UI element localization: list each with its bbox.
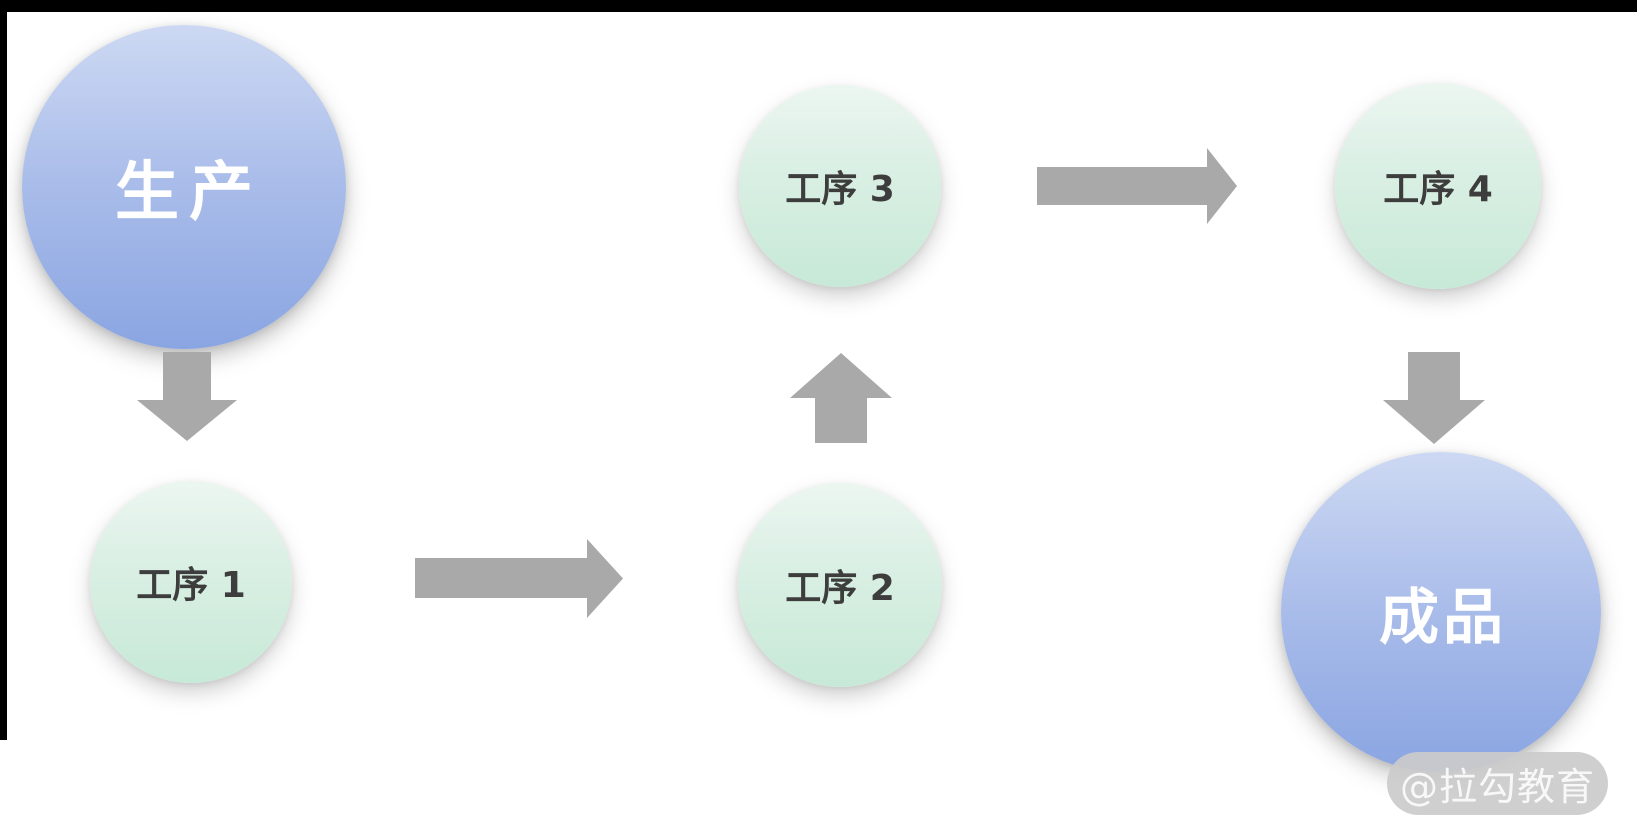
arrow-right-step1-to-step2-icon bbox=[415, 539, 623, 618]
arrow-down-step4-to-finished-icon bbox=[1383, 352, 1485, 444]
watermark-text: @拉勾教育 bbox=[1399, 765, 1595, 809]
arrow-down-shape bbox=[137, 352, 237, 441]
frame-top-bar bbox=[0, 0, 1637, 12]
node-step2: 工序 2 bbox=[738, 483, 942, 687]
arrow-right-step3-to-step4-icon bbox=[1037, 148, 1237, 224]
node-step1: 工序 1 bbox=[90, 481, 292, 683]
arrow-right-shape bbox=[415, 539, 623, 618]
node-finished-label: 成品 bbox=[1379, 582, 1507, 653]
arrow-up-step2-to-step3-icon bbox=[790, 353, 892, 443]
node-step4: 工序 4 bbox=[1335, 83, 1541, 289]
arrow-down-production-to-step1-icon bbox=[137, 352, 237, 441]
frame-left-bar bbox=[0, 0, 7, 740]
node-step3-label: 工序 3 bbox=[785, 169, 895, 210]
node-step1-label: 工序 1 bbox=[136, 565, 246, 606]
watermark-badge: @拉勾教育 bbox=[1387, 752, 1608, 815]
node-production-label: 生产 bbox=[115, 156, 263, 230]
arrow-right-shape bbox=[1037, 148, 1237, 224]
node-production: 生产 bbox=[22, 25, 346, 349]
node-step2-label: 工序 2 bbox=[785, 568, 895, 609]
node-step3: 工序 3 bbox=[739, 85, 941, 287]
arrow-up-shape bbox=[790, 353, 892, 443]
arrow-down-shape bbox=[1383, 352, 1485, 444]
node-step4-label: 工序 4 bbox=[1383, 169, 1493, 210]
node-finished: 成品 bbox=[1281, 452, 1601, 772]
